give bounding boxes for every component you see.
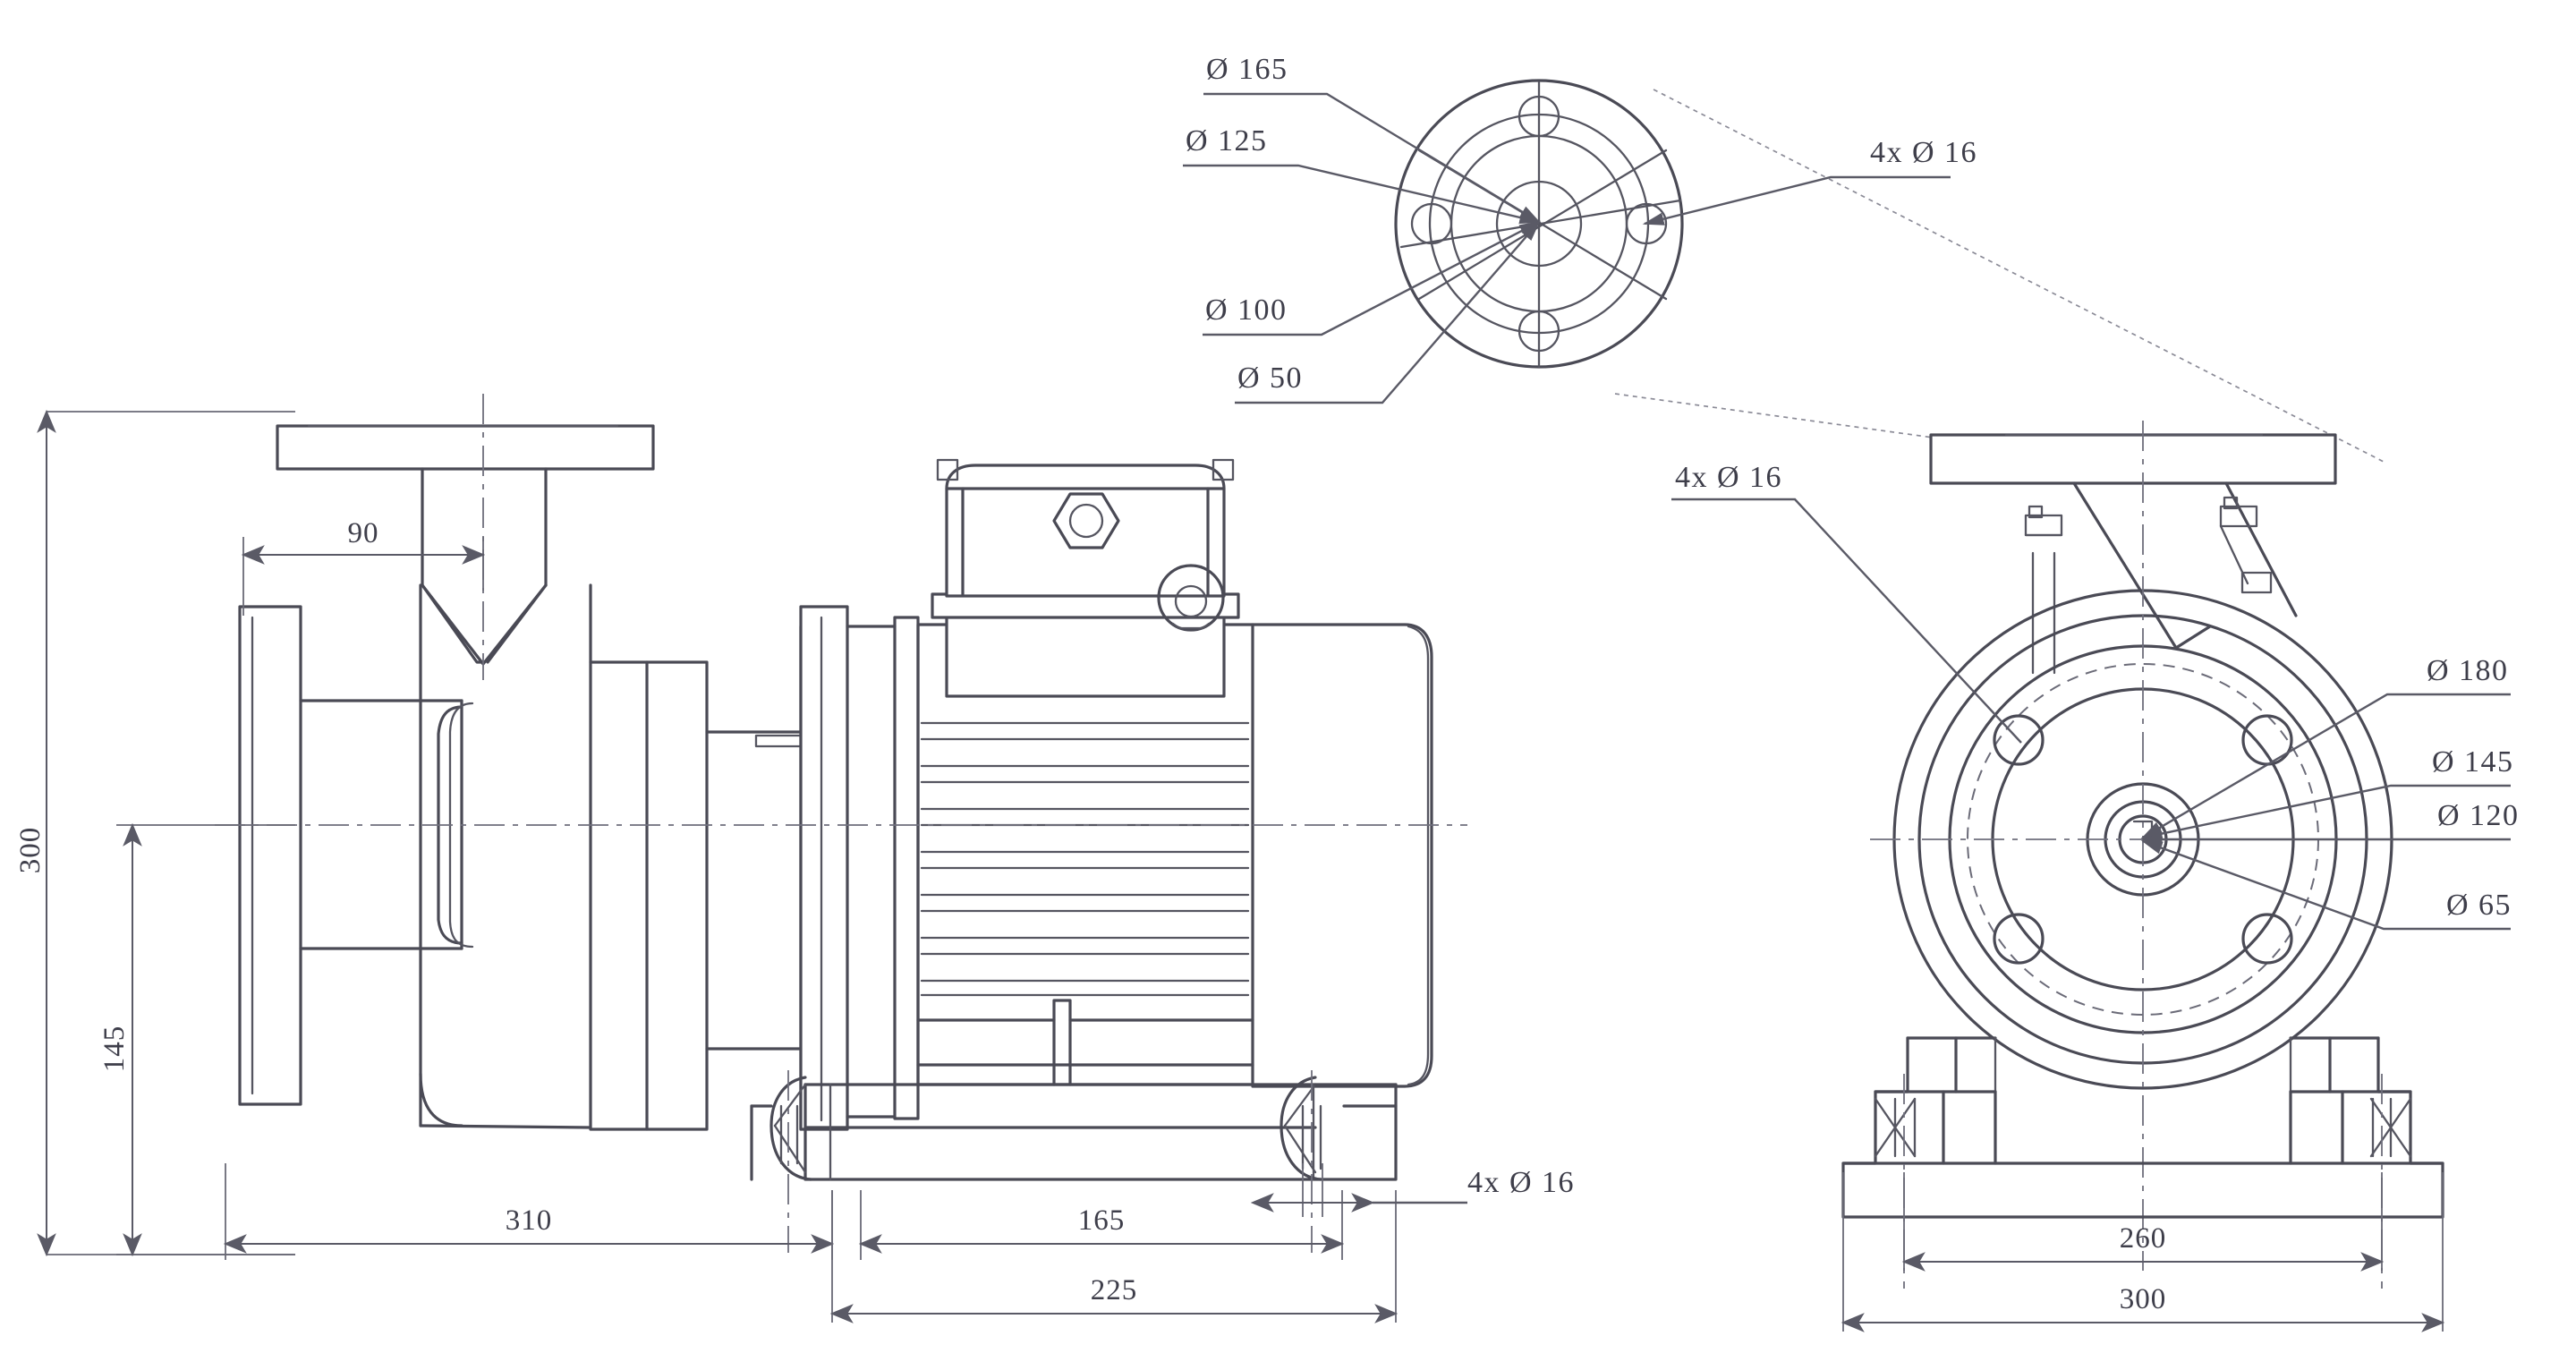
dimension-bolt-spacing: 260 (1901, 1172, 2385, 1272)
terminal-box-hex-bolt (1052, 492, 1120, 549)
dimension-suction-offset: 90 (241, 517, 486, 616)
end-view-discharge-flange (1929, 433, 2337, 485)
callout-end-shaft-boss-label: Ø 65 (2446, 889, 2512, 922)
callout-flange-outer-diameter-label: Ø 165 (1206, 53, 1288, 86)
dimension-base-width-label: 300 (2120, 1283, 2167, 1315)
base-plate (750, 1070, 1398, 1253)
front-elevation-view: 300 145 90 310 165 (14, 394, 1575, 1323)
end-view-stud-bolts (2024, 496, 2273, 675)
dimension-base-length-label: 225 (1091, 1274, 1138, 1306)
dimension-overall-height-label: 300 (14, 827, 47, 874)
callout-end-bolt-circle-label: Ø 145 (2432, 745, 2514, 779)
dimension-bolt-spacing-label: 260 (2120, 1222, 2167, 1255)
dimension-centerline-height: 145 (98, 822, 295, 1257)
callout-end-spigot-diameter-label: Ø 120 (2437, 799, 2520, 832)
electric-motor (916, 458, 1433, 1088)
dimension-base-length: 225 (829, 1190, 1399, 1323)
callout-flange-raised-face: Ø 100 (1203, 220, 1542, 336)
callout-end-shaft-boss: Ø 65 (2140, 839, 2512, 931)
callout-end-outer-diameter: Ø 180 (2140, 654, 2511, 839)
motor-cooling-fins (920, 721, 1250, 997)
dimension-centerline-height-label: 145 (98, 1025, 131, 1073)
motor-adapter (799, 605, 920, 1131)
callout-flange-bore: Ø 50 (1235, 220, 1541, 404)
callout-flange-bolt-circle-label: Ø 125 (1186, 124, 1268, 157)
callout-end-outer-diameter-label: Ø 180 (2427, 654, 2509, 687)
end-elevation-view: 4x Ø 16 Ø 180 Ø 145 Ø 120 Ø 65 260 (1671, 421, 2520, 1332)
callout-flange-bolt-circle: Ø 125 (1183, 124, 1542, 225)
dimension-motor-foot-length-label: 165 (1078, 1204, 1126, 1237)
detail-projection-lines (1614, 89, 2385, 463)
dimension-suction-offset-label: 90 (348, 517, 379, 549)
callout-end-spigot-diameter: Ø 120 (2140, 799, 2520, 847)
callout-flange-bore-label: Ø 50 (1237, 362, 1303, 395)
motor-lifting-eye (1157, 564, 1225, 632)
suction-flange (238, 605, 463, 1106)
callout-flange-outer-diameter: Ø 165 (1203, 53, 1542, 224)
callout-front-base-holes: 4x Ø 16 (1250, 1163, 1575, 1217)
callout-front-base-holes-label: 4x Ø 16 (1467, 1166, 1575, 1199)
dimension-overall-height: 300 (14, 409, 295, 1257)
flange-detail-view: Ø 165 Ø 125 Ø 100 Ø 50 4x Ø 16 (1183, 53, 2385, 463)
callout-end-bolt-circle: Ø 145 (2140, 745, 2514, 840)
callout-end-base-holes-label: 4x Ø 16 (1675, 461, 1782, 494)
pump-casing (419, 583, 709, 1131)
motor-fan-cover (1251, 623, 1433, 1088)
dimension-base-width: 300 (1841, 1172, 2445, 1332)
base-foot-left (750, 1070, 812, 1253)
discharge-flange (276, 424, 655, 471)
dimension-pump-length: 310 (223, 1163, 835, 1260)
callout-end-base-holes: 4x Ø 16 (1671, 461, 2022, 744)
callout-flange-bolt-holes: 4x Ø 16 (1642, 136, 1977, 226)
callout-flange-raised-face-label: Ø 100 (1205, 294, 1288, 327)
motor-feet (916, 999, 1254, 1086)
motor-terminal-box (931, 458, 1240, 698)
callout-flange-bolt-holes-label: 4x Ø 16 (1870, 136, 1977, 169)
dimension-pump-length-label: 310 (506, 1204, 553, 1237)
